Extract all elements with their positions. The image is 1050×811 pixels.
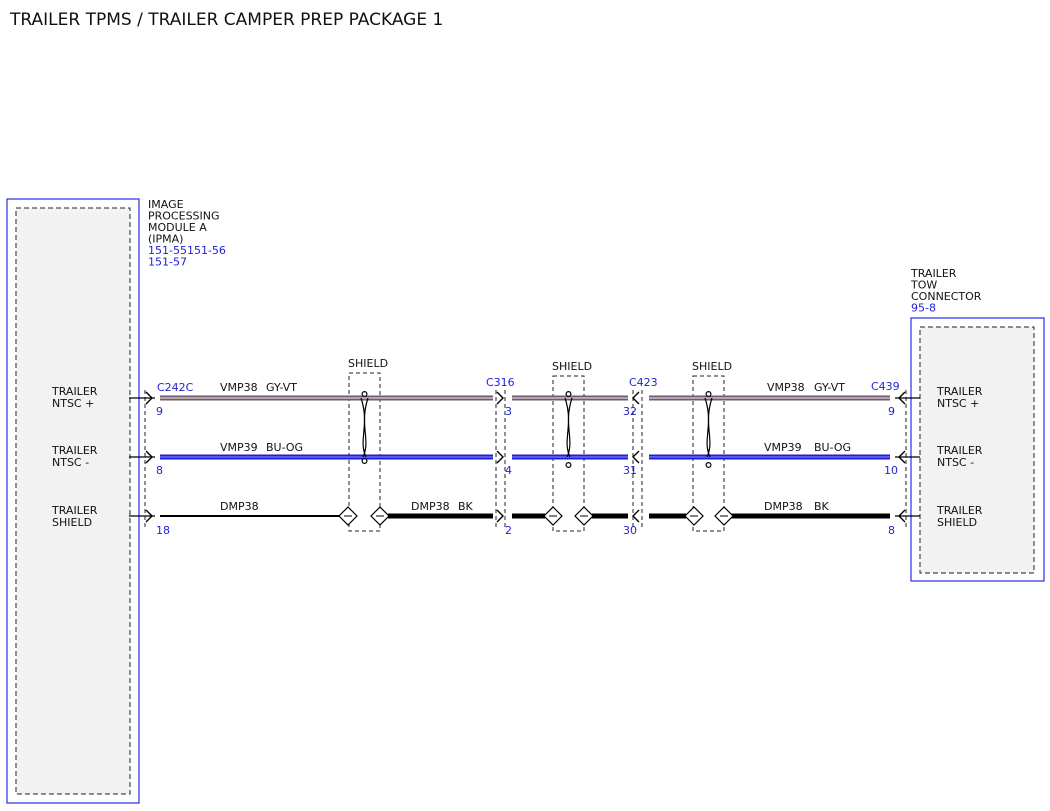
ipma-pin-label: SHIELD xyxy=(52,516,92,529)
wire-circuit-label: DMP38 xyxy=(764,500,803,513)
shield-label: SHIELD xyxy=(552,360,592,373)
wire-color-label: BK xyxy=(814,500,830,513)
wire-circuit-label: VMP38 xyxy=(767,381,805,394)
connector-outlines xyxy=(144,390,907,530)
wire-circuit-label: DMP38 xyxy=(220,500,259,513)
wire-color-label: BU-OG xyxy=(814,441,851,454)
tow-name-line-2: TOW xyxy=(910,279,937,292)
wire-circuit-label: VMP38 xyxy=(220,381,258,394)
ipma-pin-label: TRAILER xyxy=(51,504,98,517)
ipma-pin-label: NTSC + xyxy=(52,397,94,410)
tow-pin-label: NTSC - xyxy=(937,456,974,469)
ipma-name-line-1: IMAGE xyxy=(148,198,184,211)
ipma-ref-2[interactable]: 151-57 xyxy=(148,256,187,269)
ipma-pin-label: NTSC - xyxy=(52,456,89,469)
tow-name-line-1: TRAILER xyxy=(910,267,957,280)
pin-number: 10 xyxy=(884,464,898,477)
shield-label: SHIELD xyxy=(348,357,388,370)
connector-c423[interactable]: C423 xyxy=(629,376,658,389)
tow-pin-label: TRAILER xyxy=(936,444,983,457)
ipma-name-line-2: PROCESSING xyxy=(148,210,220,223)
pin-number: 8 xyxy=(156,464,163,477)
connector-c439[interactable]: C439 xyxy=(871,380,900,393)
tow-pin-label: TRAILER xyxy=(936,385,983,398)
pin-number: 18 xyxy=(156,524,170,537)
ipma-ref-1[interactable]: 151-55151-56 xyxy=(148,244,226,257)
ipma-module[interactable] xyxy=(6,198,140,804)
tow-pin-label: TRAILER xyxy=(936,504,983,517)
tow-pin-label: SHIELD xyxy=(937,516,977,529)
ipma-name-line-4: (IPMA) xyxy=(148,233,183,246)
wire-circuit-label: VMP39 xyxy=(220,441,258,454)
pin-number: 9 xyxy=(156,405,163,418)
wire-color-label: GY-VT xyxy=(266,381,297,394)
shield-boxes xyxy=(348,372,725,532)
pin-number: 32 xyxy=(623,405,637,418)
twisted-pair-icon xyxy=(360,391,713,469)
pin-number: 4 xyxy=(505,464,512,477)
shield-drain-diamond-icon xyxy=(338,506,734,526)
pin-number: 8 xyxy=(888,524,895,537)
pin-number: 2 xyxy=(505,524,512,537)
pin-number: 30 xyxy=(623,524,637,537)
connector-c242c[interactable]: C242C xyxy=(157,381,194,394)
ipma-name-line-3: MODULE A xyxy=(148,221,207,234)
trailer-tow-connector-module[interactable] xyxy=(910,317,1045,582)
wire-circuit-label: VMP39 xyxy=(764,441,802,454)
pin-number: 31 xyxy=(623,464,637,477)
ipma-pin-label: TRAILER xyxy=(51,444,98,457)
wire-color-label: BU-OG xyxy=(266,441,303,454)
wire-circuit-label: DMP38 xyxy=(411,500,450,513)
pin-chevrons xyxy=(145,391,906,523)
connector-c316[interactable]: C316 xyxy=(486,376,515,389)
diagram-title: TRAILER TPMS / TRAILER CAMPER PREP PACKA… xyxy=(9,10,443,30)
tow-name-line-3: CONNECTOR xyxy=(911,290,982,303)
wire-color-label: BK xyxy=(458,500,474,513)
tow-pin-label: NTSC + xyxy=(937,397,979,410)
wire-color-label: GY-VT xyxy=(814,381,845,394)
ipma-pin-label: TRAILER xyxy=(51,385,98,398)
tow-ref[interactable]: 95-8 xyxy=(911,302,936,315)
pin-number: 9 xyxy=(888,405,895,418)
shield-label: SHIELD xyxy=(692,360,732,373)
pin-number: 3 xyxy=(505,405,512,418)
